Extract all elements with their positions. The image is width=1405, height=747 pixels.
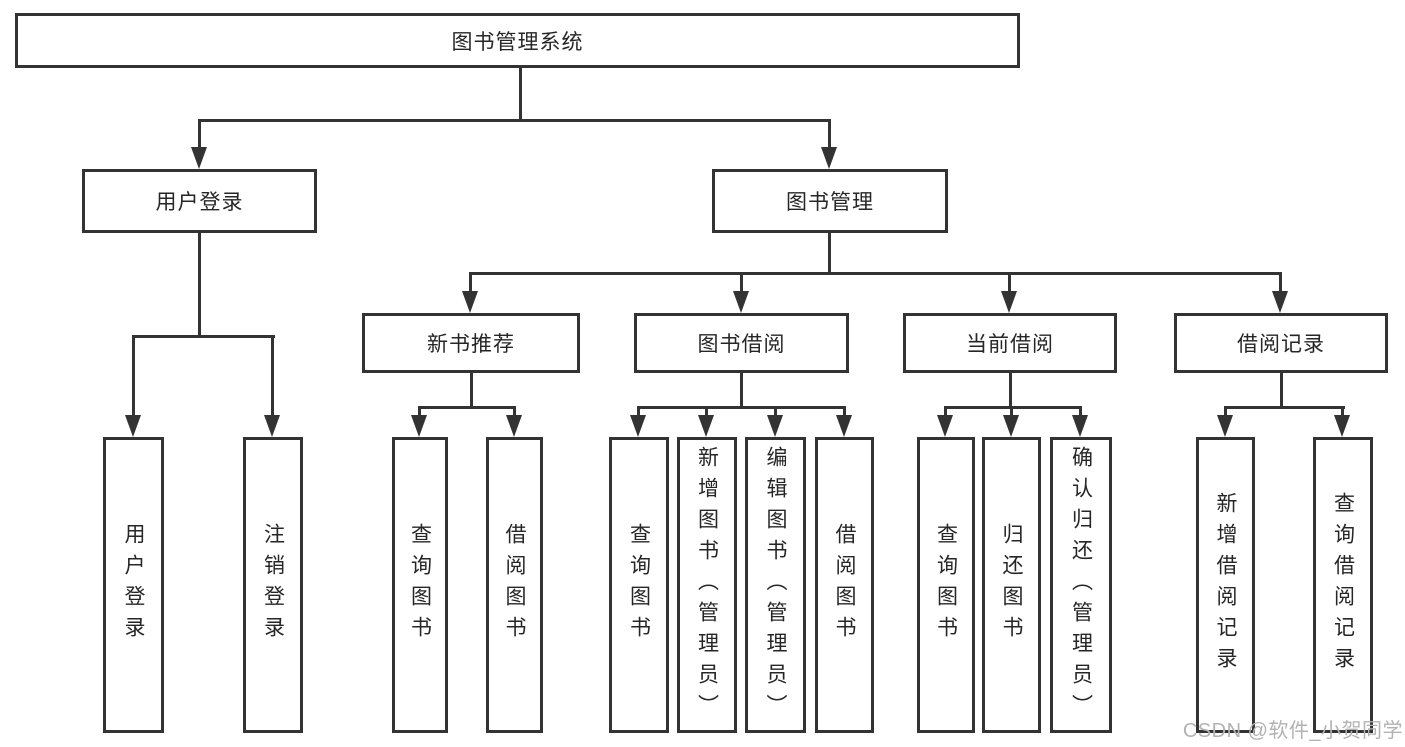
leaf-borrow-edit-admin: 编辑图书（管理员） bbox=[745, 437, 806, 733]
arrow-to-new-book-recommend bbox=[462, 272, 479, 313]
leaf-new-book-borrow: 借阅图书 bbox=[486, 437, 543, 733]
connector-level2-hline bbox=[198, 119, 831, 122]
arrow-to-leaf-current-query bbox=[937, 406, 954, 437]
connector-new-book-hline bbox=[418, 406, 516, 409]
connector-book-management-stub bbox=[828, 232, 831, 274]
node-root: 图书管理系统 bbox=[15, 13, 1020, 68]
connector-user-login-hline bbox=[133, 335, 275, 338]
arrow-to-current-borrow bbox=[1001, 272, 1018, 313]
arrow-to-leaf-logout bbox=[264, 335, 281, 437]
arrow-to-leaf-borrow-book bbox=[836, 406, 853, 437]
node-current-borrow: 当前借阅 bbox=[903, 313, 1117, 373]
connector-book-borrow-hline bbox=[637, 406, 846, 409]
arrow-to-leaf-new-book-borrow bbox=[506, 406, 523, 437]
arrow-to-book-management bbox=[821, 119, 838, 169]
node-new-book-recommend: 新书推荐 bbox=[362, 313, 580, 373]
node-book-borrow: 图书借阅 bbox=[634, 313, 849, 373]
connector-root-stub bbox=[519, 66, 522, 120]
arrow-to-leaf-confirm-return bbox=[1072, 406, 1089, 437]
node-borrow-record: 借阅记录 bbox=[1174, 313, 1388, 373]
leaf-confirm-return-admin: 确认归还（管理员） bbox=[1050, 437, 1112, 733]
leaf-borrow-query: 查询图书 bbox=[609, 437, 669, 733]
arrow-to-leaf-borrow-query bbox=[630, 406, 647, 437]
arrow-to-leaf-borrow-edit bbox=[767, 406, 784, 437]
leaf-user-login: 用户登录 bbox=[103, 437, 164, 733]
leaf-record-query: 查询借阅记录 bbox=[1313, 437, 1373, 733]
leaf-current-query: 查询图书 bbox=[917, 437, 975, 733]
csdn-watermark: CSDN @软件_小贺同学 bbox=[1182, 720, 1403, 742]
connector-new-book-stub bbox=[470, 372, 473, 408]
arrow-to-leaf-borrow-add bbox=[698, 406, 715, 437]
leaf-record-add: 新增借阅记录 bbox=[1196, 437, 1255, 733]
leaf-new-book-query: 查询图书 bbox=[392, 437, 448, 733]
arrow-to-leaf-return-book bbox=[1003, 406, 1020, 437]
node-user-login: 用户登录 bbox=[82, 169, 317, 233]
connector-level3-hline bbox=[470, 272, 1282, 275]
leaf-borrow-book: 借阅图书 bbox=[815, 437, 874, 733]
connector-book-borrow-stub bbox=[740, 372, 743, 408]
arrow-to-leaf-record-query bbox=[1334, 406, 1351, 437]
node-book-management: 图书管理 bbox=[712, 169, 948, 233]
arrow-to-leaf-user-login bbox=[125, 335, 142, 437]
connector-current-borrow-hline bbox=[945, 406, 1082, 409]
leaf-logout: 注销登录 bbox=[243, 437, 303, 733]
arrow-to-book-borrow bbox=[733, 272, 750, 313]
connector-borrow-record-stub bbox=[1280, 372, 1283, 408]
leaf-return-book: 归还图书 bbox=[982, 437, 1041, 733]
connector-borrow-record-hline bbox=[1224, 406, 1345, 409]
connector-user-login-stub bbox=[198, 232, 201, 336]
arrow-to-borrow-record bbox=[1272, 272, 1289, 313]
leaf-borrow-add-admin: 新增图书（管理员） bbox=[677, 437, 737, 733]
arrow-to-leaf-record-add bbox=[1217, 406, 1234, 437]
arrow-to-leaf-new-book-query bbox=[411, 406, 428, 437]
connector-current-borrow-stub bbox=[1009, 372, 1012, 408]
arrow-to-user-login bbox=[191, 119, 208, 169]
